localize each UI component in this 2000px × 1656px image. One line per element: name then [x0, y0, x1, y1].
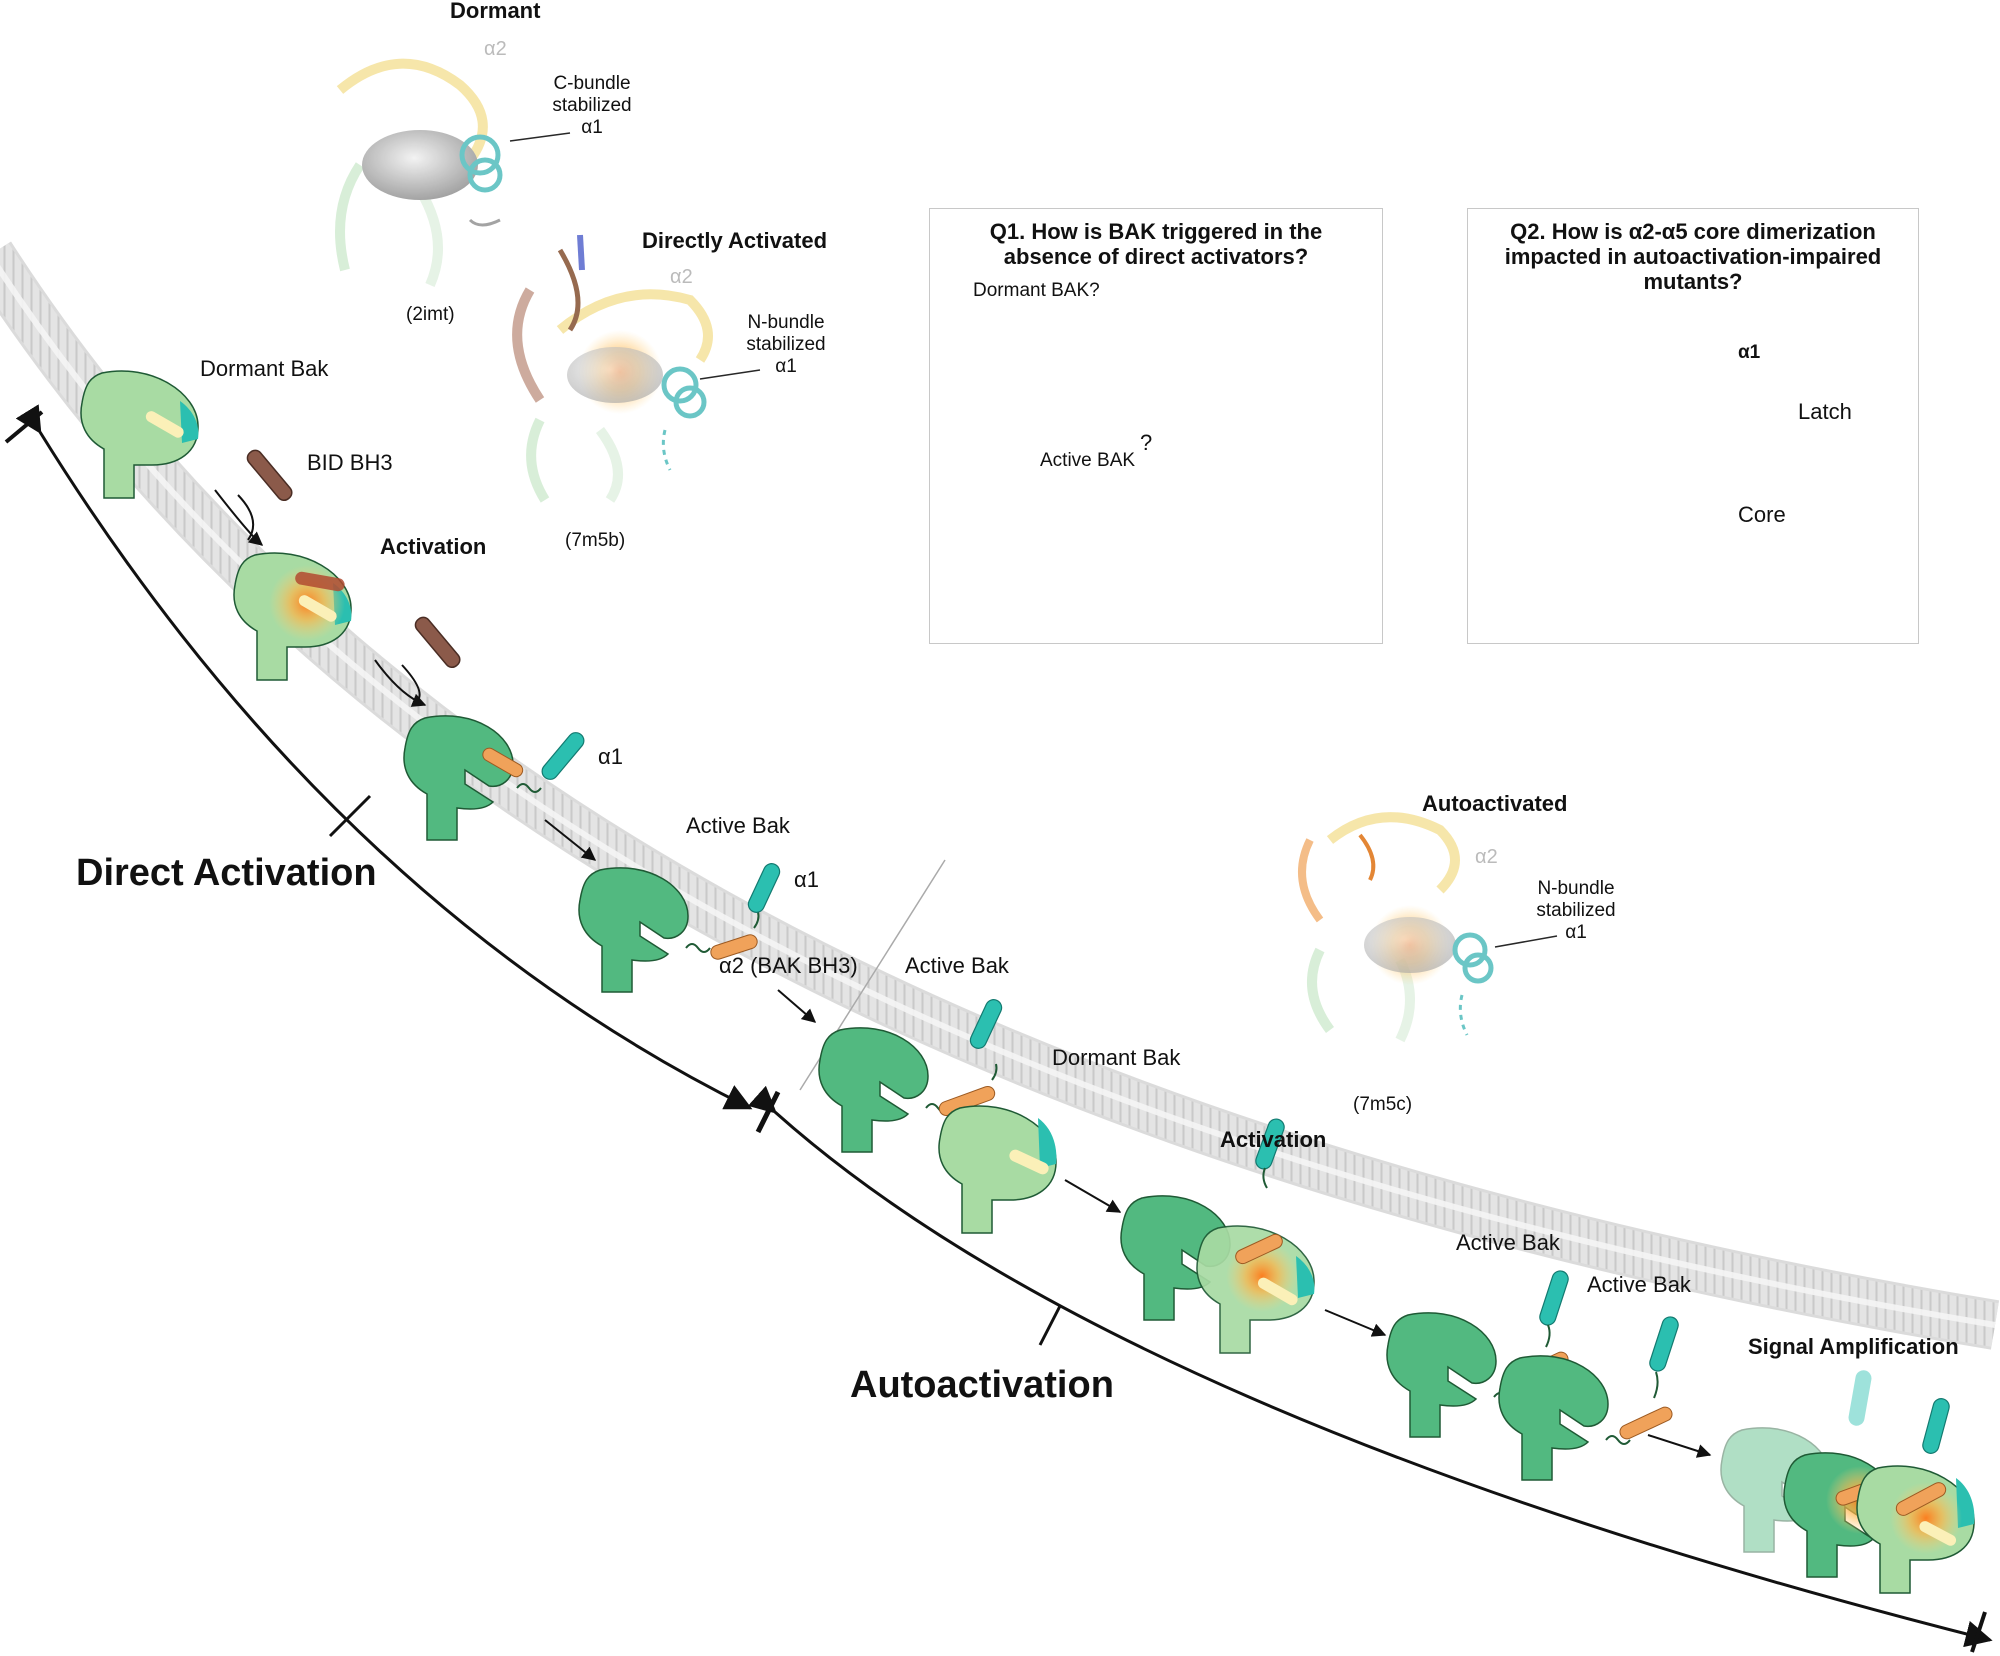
autoactivated-annotation-line-2: stabilized [1536, 900, 1616, 921]
autoactivated-alpha2-label: α2 [1475, 846, 1498, 868]
active-bak-4-label: Active Bak [1587, 1272, 1691, 1297]
dormant-bak-2 [938, 1105, 1057, 1234]
directly-activated-pdb-label: (7m5b) [565, 530, 626, 551]
active-bak-pair-2 [1386, 1270, 1679, 1481]
q1-title-line-1: Q1. How is BAK triggered in the [989, 219, 1323, 244]
q1-title: Q1. How is BAK triggered in the absence … [930, 219, 1382, 269]
dormant-alpha2-label: α2 [484, 38, 507, 60]
active-bak-1 [403, 715, 585, 841]
dormant-annotation-line-2: stabilized [552, 95, 632, 116]
autoactivated-annotation-line-1: N-bundle [1537, 878, 1615, 899]
directly-activated-title: Directly Activated [642, 228, 828, 253]
q1-box: Q1. How is BAK triggered in the absence … [929, 208, 1383, 644]
active-bak-3-label: Active Bak [1456, 1230, 1560, 1255]
dormant-structure-title: Dormant [450, 0, 541, 23]
directly-activated-annotation: N-bundle stabilized α1 [736, 312, 836, 378]
directly-activated-alpha2-label: α2 [670, 266, 693, 288]
arrow-4 [777, 989, 817, 1023]
arrow-3 [544, 819, 597, 861]
bid-bind-curve [237, 494, 255, 541]
active-bak-2 [578, 863, 781, 993]
signal-amplification-label: Signal Amplification [1748, 1334, 1959, 1359]
activation-2-label: Activation [1220, 1127, 1327, 1152]
arrow-6 [1324, 1309, 1387, 1337]
activation-pair [1120, 1118, 1315, 1354]
autoactivated-pdb-label: (7m5c) [1353, 1094, 1413, 1115]
q1-dormant-label: Dormant BAK? [973, 280, 1100, 301]
autoactivation-axis [747, 1085, 1993, 1653]
dormant-bak-1 [80, 370, 199, 499]
activation-1-label: Activation [380, 534, 487, 559]
dormant-annotation-line-3: α1 [581, 117, 603, 138]
alpha2-bak-bh3-label: α2 (BAK BH3) [719, 953, 858, 978]
active-bak-2-label: Active Bak [905, 953, 1009, 978]
q2-title-line-2: impacted in autoactivation-impaired [1504, 244, 1882, 269]
q2-core-label: Core [1738, 502, 1786, 527]
bid-bh3-label: BID BH3 [307, 450, 393, 475]
alpha1-label-1: α1 [598, 744, 623, 769]
bid-release-curve [401, 664, 421, 701]
activation-bak-1 [233, 552, 352, 681]
dormant-annotation-line-1: C-bundle [553, 73, 631, 94]
direct-activation-axis [4, 404, 781, 1134]
bid-bh3-peptide-2 [414, 616, 461, 669]
q1-question-mark: ? [1140, 430, 1153, 455]
q2-latch-label: Latch [1798, 399, 1852, 424]
autoactivated-annotation-line-3: α1 [1565, 922, 1587, 943]
directly-activated-annotation-line-3: α1 [775, 356, 797, 377]
q2-alpha1-label: α1 [1738, 342, 1761, 363]
dormant-annotation: C-bundle stabilized α1 [542, 73, 642, 139]
directly-activated-annotation-line-1: N-bundle [747, 312, 825, 333]
dormant-bak-2-label: Dormant Bak [1052, 1045, 1181, 1070]
alpha1-label-2: α1 [794, 867, 819, 892]
directly-activated-structure [512, 234, 761, 503]
arrow-7 [1647, 1434, 1712, 1458]
arrow-1 [214, 489, 264, 546]
active-bak-3 [818, 999, 1003, 1153]
dormant-pdb-label: (2imt) [406, 304, 455, 325]
directly-activated-annotation-line-2: stabilized [746, 334, 826, 355]
autoactivated-title: Autoactivated [1422, 791, 1568, 816]
q1-active-label: Active BAK [1040, 450, 1136, 471]
q2-title: Q2. How is α2-α5 core dimerization impac… [1468, 219, 1918, 294]
direct-activation-title: Direct Activation [76, 852, 377, 894]
arrow-2 [374, 659, 427, 707]
arrow-5 [1064, 1179, 1122, 1213]
active-bak-1-label: Active Bak [686, 813, 790, 838]
dormant-structure [335, 58, 571, 288]
autoactivated-structure [1298, 812, 1558, 1043]
q1-title-line-2: absence of direct activators? [1003, 244, 1309, 269]
autoactivated-annotation: N-bundle stabilized α1 [1526, 878, 1626, 944]
autoactivation-title: Autoactivation [850, 1364, 1114, 1406]
q2-box: Q2. How is α2-α5 core dimerization impac… [1467, 208, 1919, 644]
q2-title-line-1: Q2. How is α2-α5 core dimerization [1510, 219, 1876, 244]
bid-bh3-peptide-1 [246, 449, 293, 502]
signal-amplification-cluster [1720, 1370, 1975, 1594]
q2-title-line-3: mutants? [1643, 269, 1743, 294]
dormant-bak-1-label: Dormant Bak [200, 356, 329, 381]
